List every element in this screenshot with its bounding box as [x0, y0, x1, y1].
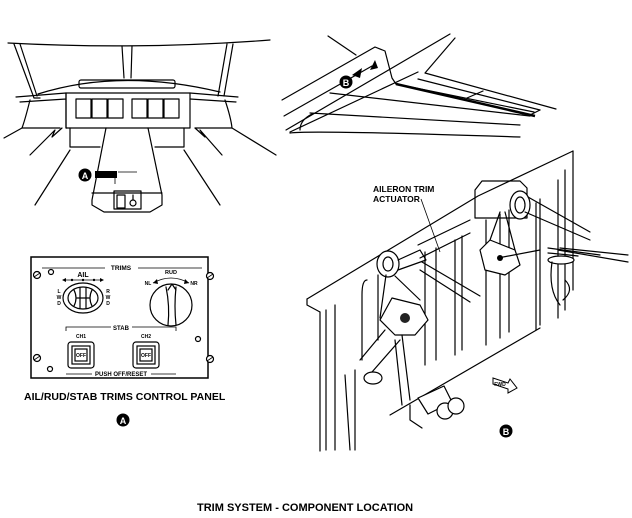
- lwd-l: L: [57, 289, 60, 295]
- stab-label: STAB: [113, 326, 130, 332]
- ch1-off-label: OFF: [76, 353, 86, 359]
- callout-a-cockpit: A: [78, 168, 92, 182]
- lwd-d: D: [57, 301, 61, 307]
- callout-b-actuator-label: B: [503, 427, 510, 437]
- push-off-reset-label: PUSH OFF/RESET: [95, 372, 147, 378]
- trim-panel-location-marker: [95, 171, 117, 178]
- figure-title: TRIM SYSTEM - COMPONENT LOCATION: [197, 502, 414, 514]
- lwd-w: W: [57, 295, 62, 301]
- ch1-label: CH1: [76, 334, 86, 340]
- rwd-d: D: [106, 301, 110, 307]
- wing-view: B: [281, 33, 557, 138]
- actuator-view: AILERON TRIM ACTUATOR FWD B: [306, 150, 629, 452]
- aileron-trim-actuator-label-1: AILERON TRIM: [373, 184, 434, 194]
- rud-trim-knob[interactable]: [149, 283, 193, 327]
- nr-label: NR: [190, 281, 198, 287]
- nl-label: NL: [145, 281, 152, 287]
- display-screens: [75, 98, 180, 119]
- callout-a-label: A: [82, 171, 89, 181]
- ch2-off-label: OFF: [141, 353, 151, 359]
- cockpit-view: A: [3, 39, 277, 213]
- fwd-arrow-icon: FWD: [492, 377, 518, 394]
- callout-a-panel-label: A: [120, 416, 127, 426]
- panel-screws: [32, 268, 215, 373]
- stab-ch2-button[interactable]: OFF: [132, 341, 160, 369]
- panel-header-trims: TRIMS: [111, 265, 132, 272]
- callout-a-panel: A: [116, 413, 130, 427]
- callout-b-label: B: [343, 78, 350, 88]
- stab-ch1-button[interactable]: OFF: [67, 341, 95, 369]
- aileron-trim-actuator-label-2: ACTUATOR: [373, 194, 420, 204]
- fwd-label: FWD: [494, 382, 506, 388]
- callout-b-actuator: B: [499, 424, 513, 438]
- rwd-w: W: [106, 295, 111, 301]
- panel-caption: AIL/RUD/STAB TRIMS CONTROL PANEL: [24, 391, 226, 403]
- ail-trim-switch[interactable]: [62, 282, 104, 314]
- ch2-label: CH2: [141, 334, 151, 340]
- callout-b-wing: B: [339, 75, 353, 89]
- ail-label: AIL: [77, 272, 89, 279]
- rwd-r: R: [106, 289, 110, 295]
- rud-label: RUD: [165, 270, 177, 276]
- trims-control-panel: TRIMS AIL L W D R W D RUD NL NR: [30, 256, 215, 379]
